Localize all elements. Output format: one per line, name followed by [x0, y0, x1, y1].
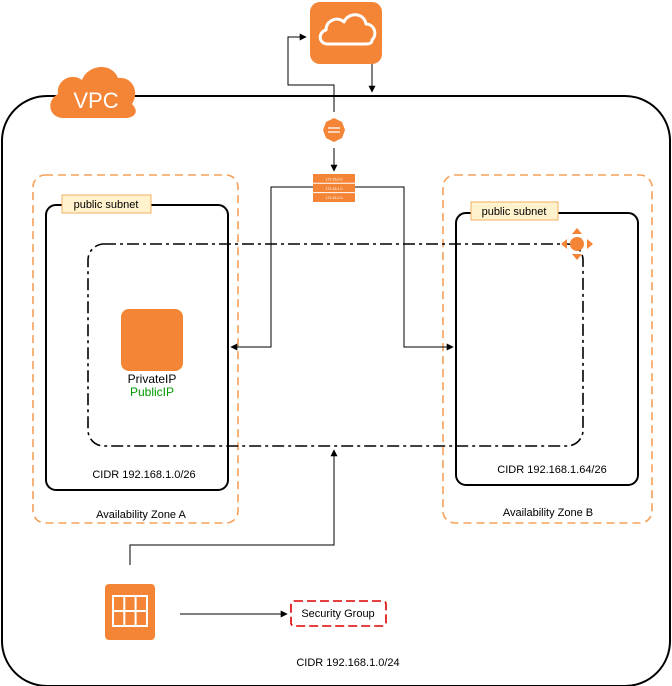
connector-gateway-to-internet	[287, 33, 335, 112]
vpc-cidr: CIDR 192.168.1.0/24	[296, 657, 399, 669]
subnet-b-cidr: CIDR 192.168.1.64/26	[497, 464, 606, 476]
route-table: 172.16.0.0 172.16.1.0 172.16.2.0	[313, 174, 355, 202]
vpc-cloud-icon	[50, 66, 136, 118]
subnet-b	[455, 212, 639, 486]
auto-scaling-group	[105, 584, 155, 640]
route-row-1: 172.16.0.0	[326, 178, 343, 182]
subnet-a-tag: public subnet	[74, 199, 139, 211]
ec2-instance-icon	[121, 309, 183, 371]
internet-cloud	[310, 2, 382, 64]
internet-gateway	[323, 118, 345, 142]
security-group-box	[290, 600, 387, 627]
connector-route-to-subnet-a	[230, 186, 313, 351]
subnet-a-tag-box	[61, 194, 152, 214]
route-row-2: 172.16.1.0	[326, 187, 343, 191]
instance-group-boundary	[87, 243, 584, 447]
zone-a-label: Availability Zone A	[96, 509, 186, 521]
subnet-a-cidr: CIDR 192.168.1.0/26	[92, 469, 195, 481]
public-ip-label: PublicIP	[130, 385, 174, 399]
availability-zone-b	[442, 174, 653, 524]
security-group-label: Security Group	[301, 608, 374, 620]
subnet-b-tag: public subnet	[482, 206, 547, 218]
subnet-b-tag-box	[470, 201, 559, 221]
private-ip-label: PrivateIP	[128, 372, 177, 386]
availability-zone-a	[32, 174, 239, 524]
connectors	[129, 33, 454, 618]
zone-b-label: Availability Zone B	[503, 507, 593, 519]
cloud-icon	[318, 13, 377, 46]
connector-asg-to-group	[129, 449, 338, 565]
connector-route-to-subnet-b	[355, 186, 454, 351]
internet-gateway-icon	[323, 118, 345, 142]
route-row-3: 172.16.2.0	[326, 196, 343, 200]
vpc-badge-label: VPC	[73, 88, 118, 113]
vpc-boundary	[1, 95, 671, 686]
route-table-icon	[313, 174, 355, 202]
router	[561, 228, 593, 260]
vpc-badge: VPC	[50, 66, 136, 118]
